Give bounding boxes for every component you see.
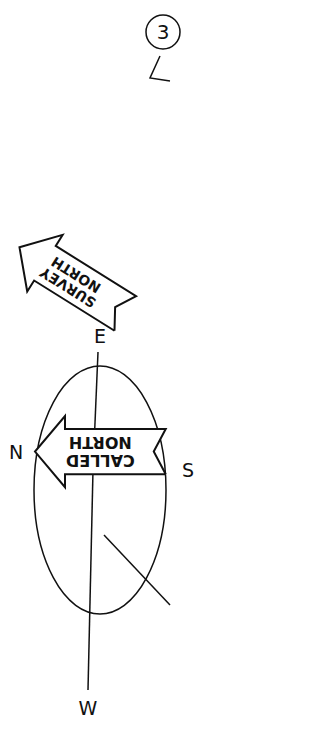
- direction-letter: E: [94, 327, 106, 346]
- diagonal-line: [104, 535, 170, 605]
- west-axis: [88, 470, 93, 690]
- tick-mark: [150, 56, 170, 81]
- arrow-label: CALLED NORTH: [66, 434, 135, 469]
- direction-letter: S: [182, 461, 194, 480]
- north-arrow: CALLED NORTH: [35, 416, 166, 487]
- north-arrow: SURVEY NORTH: [1, 219, 142, 342]
- direction-letter: W: [79, 699, 98, 718]
- callout-number: 3: [157, 21, 170, 43]
- direction-letter: N: [9, 443, 23, 462]
- compass-circle: [34, 366, 166, 614]
- callout-circle: 3: [145, 14, 181, 50]
